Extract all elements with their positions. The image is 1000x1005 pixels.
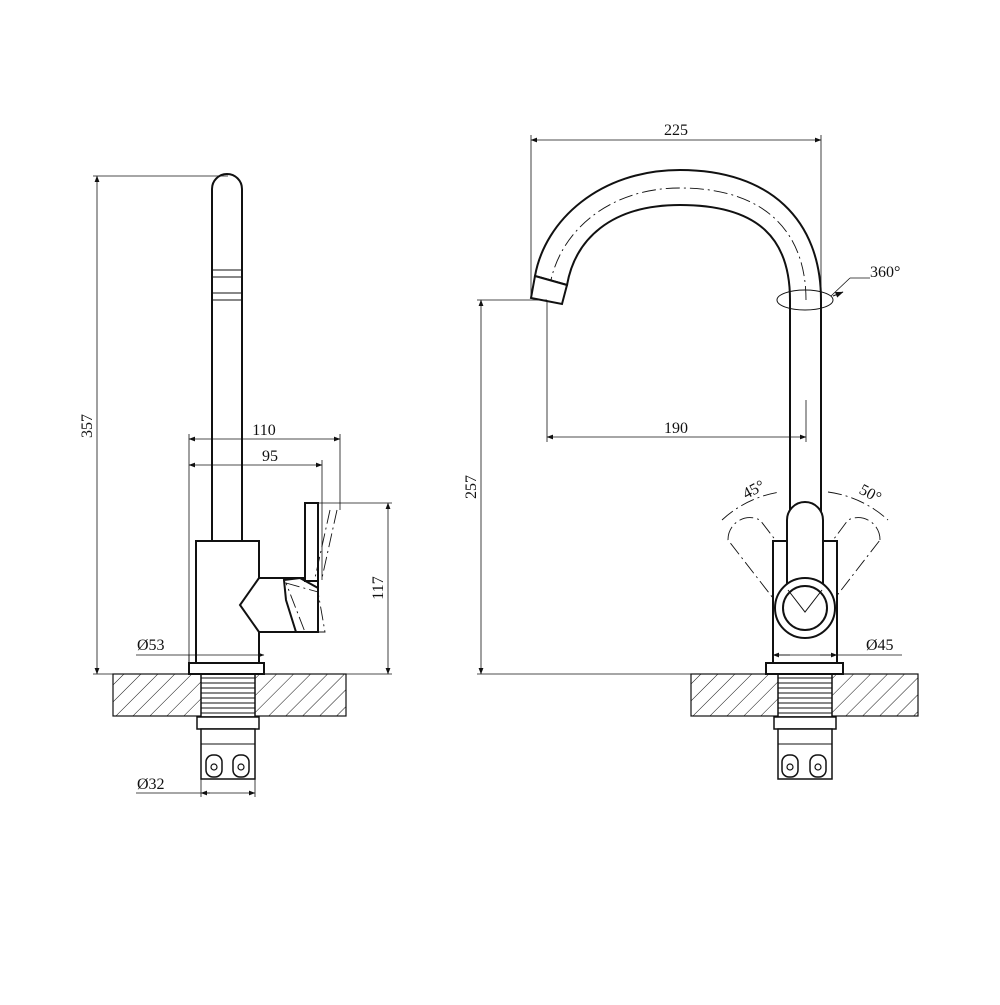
dim-360: 360° (776, 264, 900, 311)
dim-110-label: 110 (252, 422, 275, 439)
dim-o32: Ø32 (136, 776, 256, 797)
side-handle (238, 502, 338, 633)
side-base-ring (188, 662, 265, 675)
front-view: 225 360° 190 257 45° 50° (463, 122, 919, 780)
dim-357-label: 357 (79, 414, 96, 438)
side-spout-tube (211, 173, 243, 542)
front-gooseneck-spout (529, 168, 822, 542)
dim-117: 117 (318, 502, 392, 675)
dim-190-label: 190 (664, 420, 688, 437)
dim-95: 95 (188, 448, 323, 580)
dim-360-label: 360° (870, 264, 900, 281)
dim-225-label: 225 (664, 122, 688, 139)
angle-50-label: 50° (856, 481, 884, 507)
angle-45-label: 45° (740, 477, 768, 503)
side-view: 357 110 95 117 Ø53 (79, 173, 392, 797)
dim-o32-label: Ø32 (137, 776, 165, 793)
dim-357: 357 (79, 175, 228, 675)
front-handle (774, 501, 836, 639)
dim-o53: Ø53 (136, 637, 265, 663)
dim-257: 257 (463, 299, 691, 675)
dim-110: 110 (188, 422, 341, 663)
dim-o45: Ø45 (772, 637, 902, 658)
dim-117-label: 117 (370, 576, 387, 599)
side-mounting-nut (200, 728, 256, 780)
dim-o53-label: Ø53 (137, 637, 165, 654)
dim-257-label: 257 (463, 475, 480, 499)
front-base-ring (765, 662, 844, 675)
front-threaded-shank (773, 672, 837, 730)
side-threaded-shank (196, 672, 260, 730)
dim-95-label: 95 (262, 448, 278, 465)
dim-225: 225 (530, 122, 822, 300)
dim-190: 190 (546, 300, 807, 442)
dim-o45-label: Ø45 (866, 637, 894, 654)
front-handle-rotated-positions (721, 491, 889, 621)
front-mounting-nut (777, 728, 833, 780)
